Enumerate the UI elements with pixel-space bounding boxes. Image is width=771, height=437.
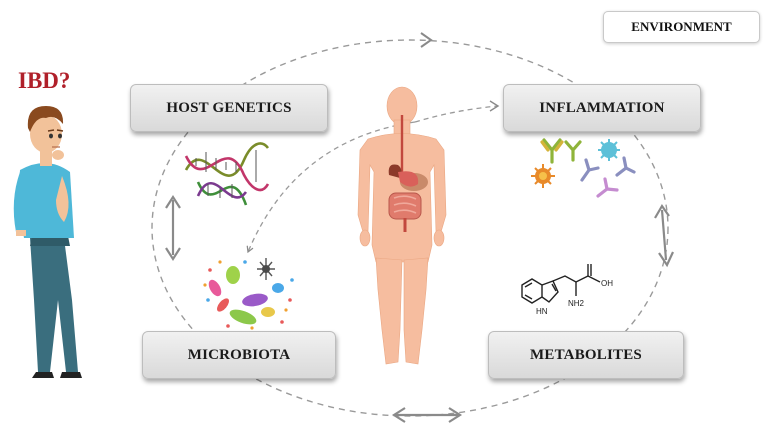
left-bidirectional-arrow — [165, 194, 181, 262]
ibd-question-label: IBD? — [18, 68, 71, 93]
bottom-bidirectional-arrow — [391, 407, 463, 423]
thinking-man-figure — [13, 106, 82, 378]
immune-cells-icon — [531, 138, 636, 198]
right-bidirectional-arrow — [654, 203, 674, 268]
dna-helix-icon — [184, 142, 270, 206]
microbiota-box: MICROBIOTA — [142, 331, 336, 379]
metabolite-molecule-icon — [521, 264, 601, 304]
metabolites-box: METABOLITES — [488, 331, 684, 379]
inflammation-box: INFLAMMATION — [503, 84, 701, 132]
molecule-nh-label: HN — [536, 307, 548, 316]
top-arrow — [420, 32, 433, 48]
environment-label: ENVIRONMENT — [603, 11, 760, 43]
molecule-oh-label: OH — [601, 279, 613, 288]
host-genetics-box: HOST GENETICS — [130, 84, 328, 132]
gut-to-inflammation-arrow — [414, 105, 499, 123]
microbiota-cluster-icon — [203, 258, 294, 330]
gut-to-microbiota-arrow — [246, 121, 416, 254]
digestive-system — [388, 115, 428, 232]
molecule-nh2-label: NH2 — [568, 299, 585, 308]
